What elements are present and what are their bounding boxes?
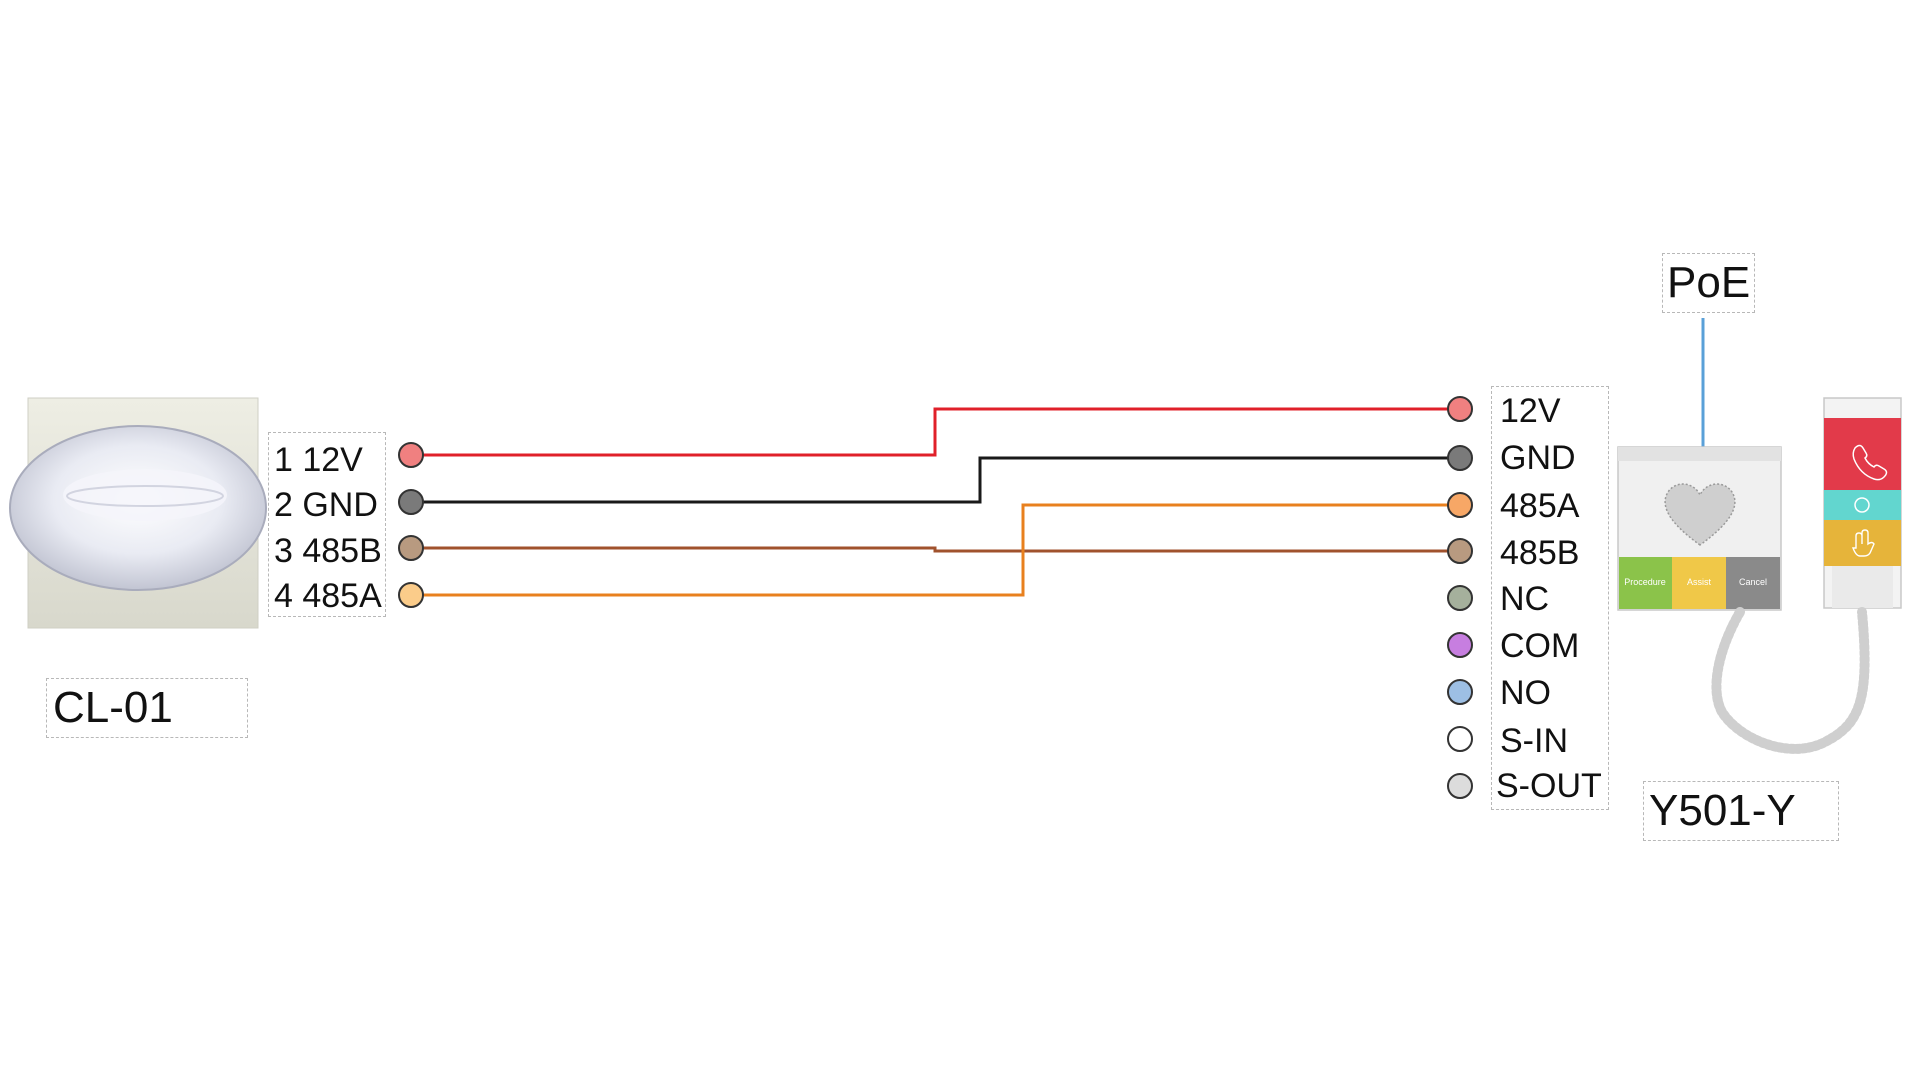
terminal-label-com: COM [1500,627,1580,665]
hand-icon [1851,529,1875,557]
panel-button-procedure [1619,557,1672,609]
terminal-4-485a-dot [398,582,424,608]
terminal-3-485b-dot [398,535,424,561]
pin-label-2-gnd: 2 GND [274,486,378,524]
device-label-poe: PoE [1667,258,1751,307]
terminal-485a-dot [1447,492,1473,518]
wire-12v [411,407,1460,457]
panel-button-label-cancel: Cancel [1739,577,1767,587]
terminal-s-out-dot [1447,773,1473,799]
phone-icon [1852,444,1888,481]
pin-label-3-485b: 3 485B [274,532,382,570]
terminal-label-s-out: S-OUT [1496,767,1602,805]
panel-button-label-procedure: Procedure [1624,577,1666,587]
y501-y-panel-device: Procedure Assist Cancel [1617,397,1902,754]
cl-01-sensor-device [9,397,267,629]
terminal-label-no: NO [1500,674,1551,712]
terminal-nc-dot [1447,585,1473,611]
wire-485b [411,546,1460,553]
terminal-label-gnd: GND [1500,439,1576,477]
terminal-label-12v: 12V [1500,392,1561,430]
poe-label-box [1662,253,1755,313]
terminal-com-dot [1447,632,1473,658]
terminal-1-12v-dot [398,442,424,468]
device-label-y501-y: Y501-Y [1649,786,1796,835]
cl-01-label-box [46,678,248,738]
navigate-icon [1854,497,1870,513]
device-label-cl-01: CL-01 [53,683,173,732]
terminal-no-dot [1447,679,1473,705]
pin-label-4-485a: 4 485A [274,577,382,615]
panel-button-assist [1672,557,1726,609]
panel-button-cancel [1726,557,1780,609]
pin-label-1-12v: 1 12V [274,441,363,479]
left-pin-labels-box [268,432,386,617]
terminal-485b-dot [1447,538,1473,564]
coiled-cord [1711,607,1870,754]
panel-button-label-assist: Assist [1687,577,1712,587]
terminal-label-485b: 485B [1500,534,1580,572]
terminal-label-nc: NC [1500,580,1550,618]
wire-485a [411,503,1460,597]
right-terminal-labels-box [1491,386,1609,810]
y501-y-label-box [1643,781,1839,841]
speaker-grille-heart-icon [1664,483,1736,546]
terminal-label-s-in: S-IN [1500,722,1568,760]
terminal-12v-dot [1447,396,1473,422]
terminal-label-485a: 485A [1500,487,1580,525]
terminal-2-gnd-dot [398,489,424,515]
wire-gnd [411,456,1460,504]
terminal-gnd-dot [1447,445,1473,471]
terminal-s-in-dot [1447,726,1473,752]
